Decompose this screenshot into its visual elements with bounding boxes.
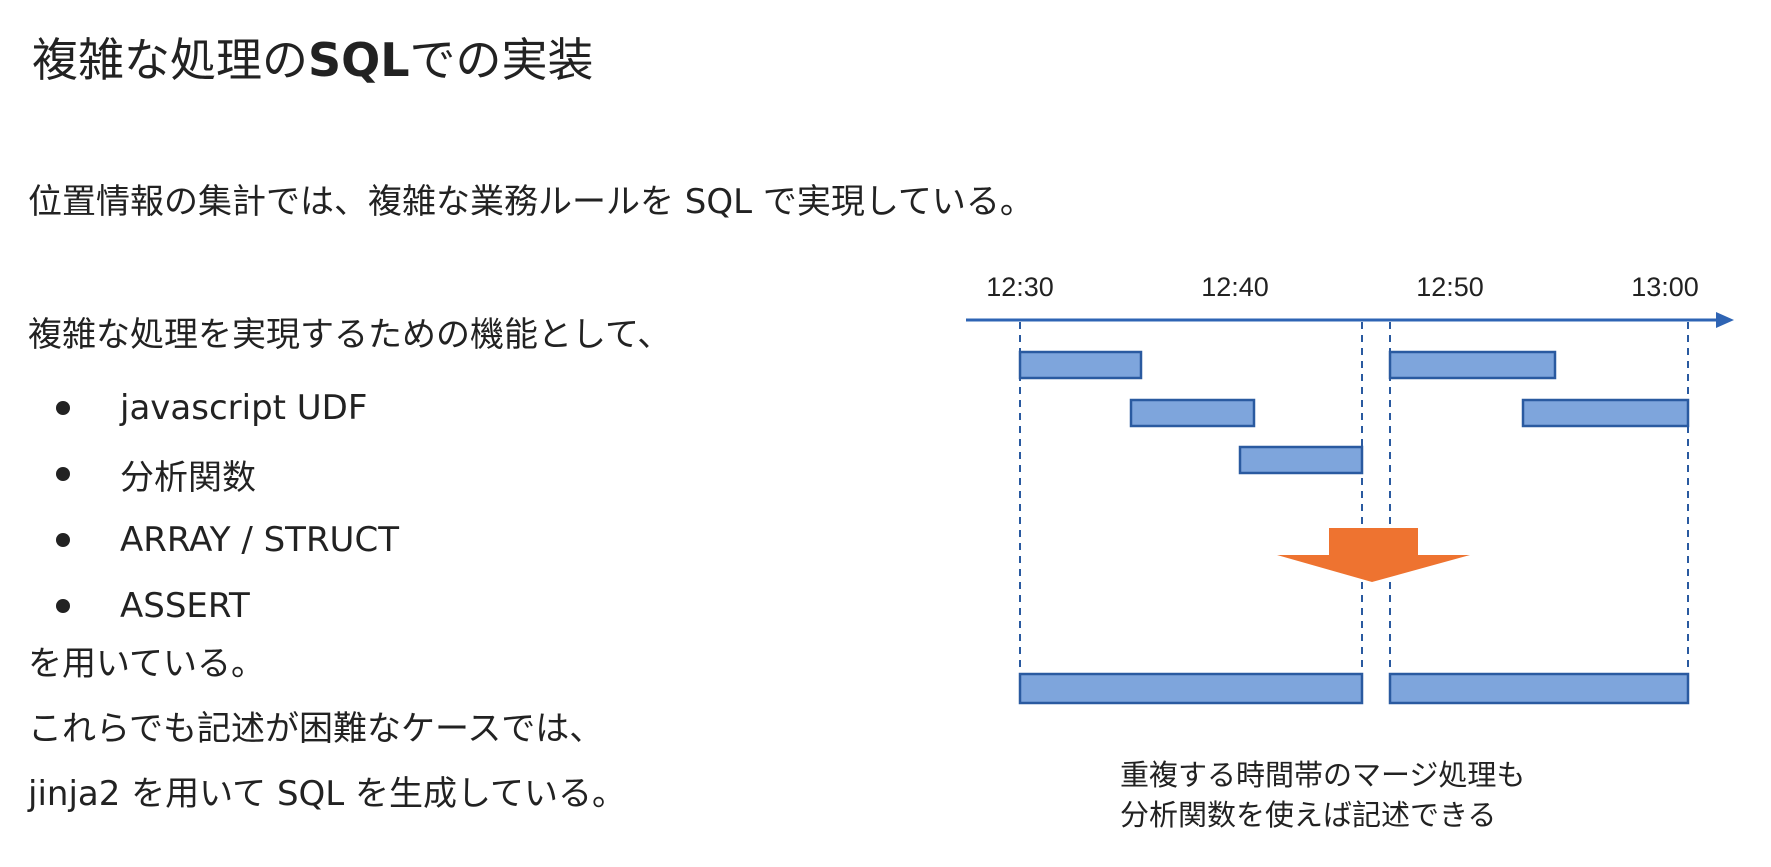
slide-title-suffix: での実装 [409, 33, 594, 87]
closing-text-2: jinja2 を用いて SQL を生成している。 [28, 774, 627, 814]
merge-down-arrow-icon [1277, 528, 1470, 582]
slide-title-prefix: 複雑な処理の [32, 33, 308, 87]
diagram-caption-line-1: 重複する時間帯のマージ処理も [1120, 758, 1526, 792]
interval-bar [1129, 398, 1256, 428]
time-label-1250: 12:50 [1416, 272, 1484, 302]
bullet-dot-icon [56, 467, 70, 481]
feature-label: javascript UDF [120, 388, 368, 428]
slide-title: 複雑な処理のSQLでの実装 [32, 28, 594, 92]
merged-interval-bar [1388, 672, 1690, 705]
time-axis-arrowhead-icon [1716, 312, 1734, 328]
interval-bar [1521, 398, 1690, 428]
slide-title-sql: SQL [308, 33, 410, 87]
bullet-dot-icon [56, 533, 70, 547]
features-lead-text: 複雑な処理を実現するための機能として、 [28, 315, 672, 355]
closing-text-1: これらでも記述が困難なケースでは、 [28, 709, 604, 749]
bullet-dot-icon [56, 401, 70, 415]
interval-bar [1388, 350, 1557, 380]
merged-interval-bar [1018, 672, 1364, 705]
feature-item: javascript UDF [28, 375, 399, 441]
feature-list: javascript UDF 分析関数 ARRAY / STRUCT ASSER… [28, 375, 399, 639]
feature-item: 分析関数 [28, 441, 399, 507]
feature-label: 分析関数 [120, 457, 256, 498]
diagram-caption: 重複する時間帯のマージ処理も 分析関数を使えば記述できる [1120, 755, 1525, 835]
interval-bar [1238, 445, 1364, 475]
time-label-1240: 12:40 [1201, 272, 1269, 302]
feature-label: ASSERT [120, 586, 250, 626]
interval-bar [1018, 350, 1143, 380]
feature-label: ARRAY / STRUCT [120, 520, 399, 560]
intro-text: 位置情報の集計では、複雑な業務ルールを SQL で実現している。 [28, 182, 1034, 222]
time-label-1230: 12:30 [986, 272, 1054, 302]
time-label-1300: 13:00 [1631, 272, 1699, 302]
feature-item: ARRAY / STRUCT [28, 507, 399, 573]
feature-item: ASSERT [28, 573, 399, 639]
features-tail-text: を用いている。 [28, 644, 265, 684]
diagram-caption-line-2: 分析関数を使えば記述できる [1120, 798, 1497, 832]
bullet-dot-icon [56, 599, 70, 613]
